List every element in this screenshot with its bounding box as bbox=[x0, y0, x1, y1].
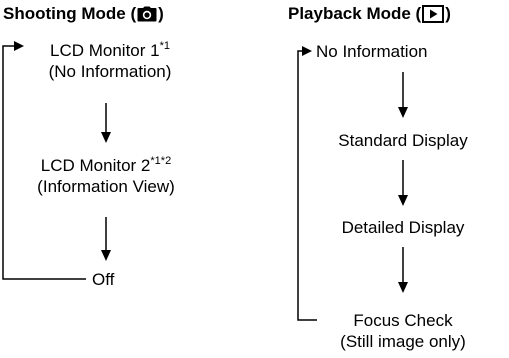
playback-mode-title-prefix: Playback Mode ( bbox=[288, 4, 422, 23]
playback-arrow-1-head bbox=[398, 107, 408, 118]
playback-loop-arrowhead bbox=[302, 46, 312, 56]
playback-node-no-information: No Information bbox=[316, 41, 428, 62]
node-sublabel: (No Information) bbox=[48, 62, 172, 81]
node-label: Detailed Display bbox=[341, 218, 465, 237]
shooting-loop-line bbox=[2, 45, 86, 280]
playback-icon bbox=[422, 5, 445, 23]
shooting-node-off: Off bbox=[92, 269, 114, 290]
node-label: LCD Monitor 1 bbox=[49, 41, 160, 60]
shooting-node-lcd-monitor-2: LCD Monitor 2*1*2 (Information View) bbox=[37, 155, 175, 197]
shooting-arrow-2-head bbox=[101, 250, 111, 261]
node-sublabel: (Still image only) bbox=[340, 332, 466, 351]
playback-arrow-2-head bbox=[398, 195, 408, 206]
node-label: Off bbox=[92, 270, 115, 289]
footnote-mark: *1 bbox=[159, 40, 171, 52]
shooting-arrow-1-head bbox=[101, 132, 111, 143]
playback-loop-line bbox=[297, 50, 317, 321]
node-label: Standard Display bbox=[338, 131, 468, 150]
playback-node-standard-display: Standard Display bbox=[338, 130, 467, 151]
node-sublabel: (Information View) bbox=[37, 177, 175, 196]
playback-node-focus-check: Focus Check (Still image only) bbox=[340, 310, 466, 352]
playback-mode-heading: Playback Mode ( ) bbox=[288, 4, 451, 24]
shooting-mode-title-prefix: Shooting Mode ( bbox=[3, 4, 137, 23]
shooting-mode-heading: Shooting Mode ( ) bbox=[3, 4, 164, 24]
node-label: LCD Monitor 2 bbox=[40, 156, 151, 175]
shooting-loop-arrowhead bbox=[14, 41, 24, 51]
node-label: Focus Check bbox=[353, 311, 453, 330]
playback-mode-title-suffix: ) bbox=[445, 4, 451, 23]
camera-icon bbox=[137, 6, 157, 22]
playback-node-detailed-display: Detailed Display bbox=[342, 217, 465, 238]
playback-arrow-3-head bbox=[398, 282, 408, 293]
shooting-node-lcd-monitor-1: LCD Monitor 1*1 (No Information) bbox=[49, 40, 172, 82]
node-label: No Information bbox=[316, 42, 428, 61]
shooting-mode-title-suffix: ) bbox=[158, 4, 164, 23]
footnote-mark: *1*2 bbox=[150, 155, 172, 167]
